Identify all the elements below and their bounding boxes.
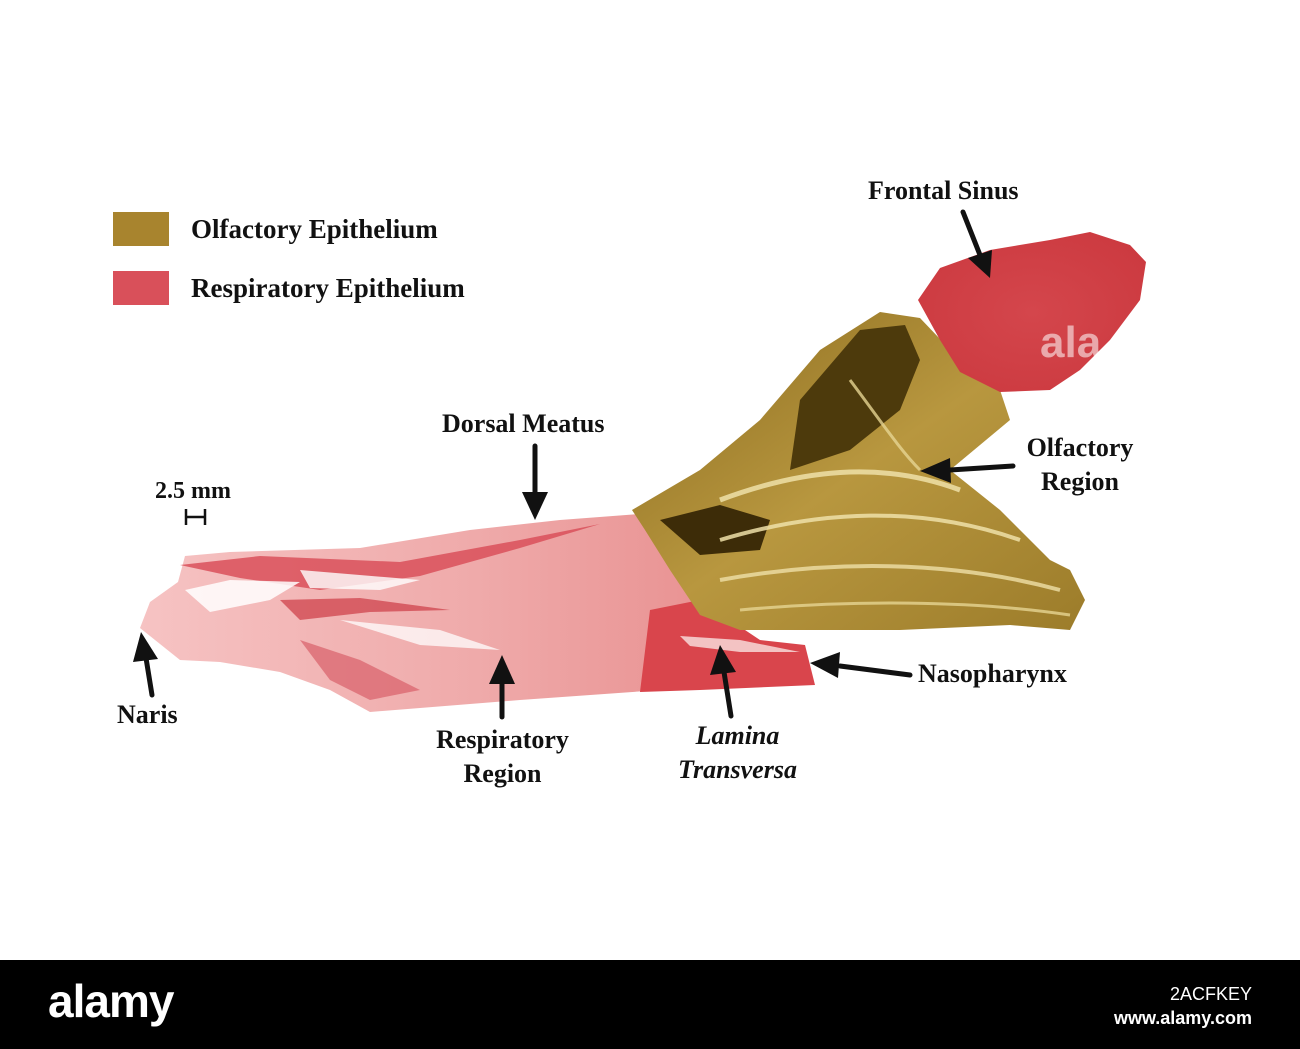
- turbinate-stripe-1: [719, 469, 961, 503]
- olfactory-region-label-line2: Region: [1041, 467, 1119, 496]
- olfactory-region-label-line1: Olfactory: [1026, 433, 1134, 462]
- legend-swatch-respiratory: [113, 271, 169, 305]
- respiratory-region-shape: [140, 514, 700, 712]
- respiratory-region-label-line2: Region: [463, 759, 542, 788]
- turbinate-stripe-3: [719, 564, 1061, 592]
- stock-logo: alamy: [48, 975, 174, 1027]
- dorsal-meatus-label: Dorsal Meatus: [442, 409, 605, 438]
- olfactory-region-arrow: [920, 458, 1016, 483]
- passage-highlight-1: [185, 580, 300, 612]
- stock-image-info: 2ACFKEY www.alamy.com: [1114, 982, 1252, 1030]
- watermark-text: ala: [1040, 318, 1102, 367]
- frontal-sinus-shape: [918, 232, 1146, 392]
- scale-bar-label: 2.5 mm: [155, 478, 231, 504]
- legend-item-olfactory: Olfactory Epithelium: [113, 212, 438, 246]
- legend-label-respiratory: Respiratory Epithelium: [191, 272, 465, 303]
- lamina-transversa-label-line1: Lamina: [695, 721, 780, 750]
- turbinate-stripe-4: [739, 601, 1071, 617]
- turbinate-stripe-5: [848, 379, 922, 472]
- frontal-sinus-arrow: [960, 209, 992, 278]
- lamina-transversa-highlight: [680, 636, 800, 652]
- olfactory-dark-interior: [790, 325, 920, 470]
- lamina-transversa-arrow: [710, 645, 736, 719]
- lamina-transversa-label-line2: Transversa: [678, 755, 797, 784]
- turbinate-stripe-2: [719, 513, 1021, 542]
- respiratory-streak-mid: [280, 598, 450, 620]
- naris-label: Naris: [117, 700, 178, 729]
- nasopharynx-arrow: [810, 652, 913, 678]
- nasal-cavity-illustration: [133, 209, 1146, 720]
- lamina-transversa-label: Lamina Transversa: [660, 719, 815, 787]
- olfactory-dark-lower: [660, 505, 770, 555]
- nasopharynx-label: Nasopharynx: [918, 659, 1067, 688]
- nasal-cavity-figure: ala Olfactory Epithelium Respiratory Epi…: [113, 176, 1146, 791]
- site-url-text: www.alamy.com: [1113, 1008, 1252, 1028]
- legend-item-respiratory: Respiratory Epithelium: [113, 271, 465, 305]
- legend-label-olfactory: Olfactory Epithelium: [191, 213, 438, 244]
- passage-highlight-3: [340, 620, 500, 650]
- scale-bar: [184, 509, 207, 525]
- dorsal-meatus-arrow: [522, 443, 548, 520]
- respiratory-region-label-line1: Respiratory: [436, 725, 569, 754]
- passage-highlight-2: [300, 570, 420, 590]
- olfactory-region-label: Olfactory Region: [1015, 431, 1145, 499]
- respiratory-region-arrow: [489, 655, 515, 720]
- stock-footer-bar: alamy 2ACFKEY www.alamy.com: [0, 960, 1300, 1049]
- legend-swatch-olfactory: [113, 212, 169, 246]
- naris-arrow: [133, 632, 158, 698]
- frontal-sinus-label: Frontal Sinus: [868, 176, 1019, 205]
- image-id-text: 2ACFKEY: [1169, 984, 1252, 1004]
- respiratory-streak-upper: [180, 524, 600, 590]
- respiratory-region-label: Respiratory Region: [420, 723, 585, 791]
- respiratory-streak-lower: [300, 640, 420, 700]
